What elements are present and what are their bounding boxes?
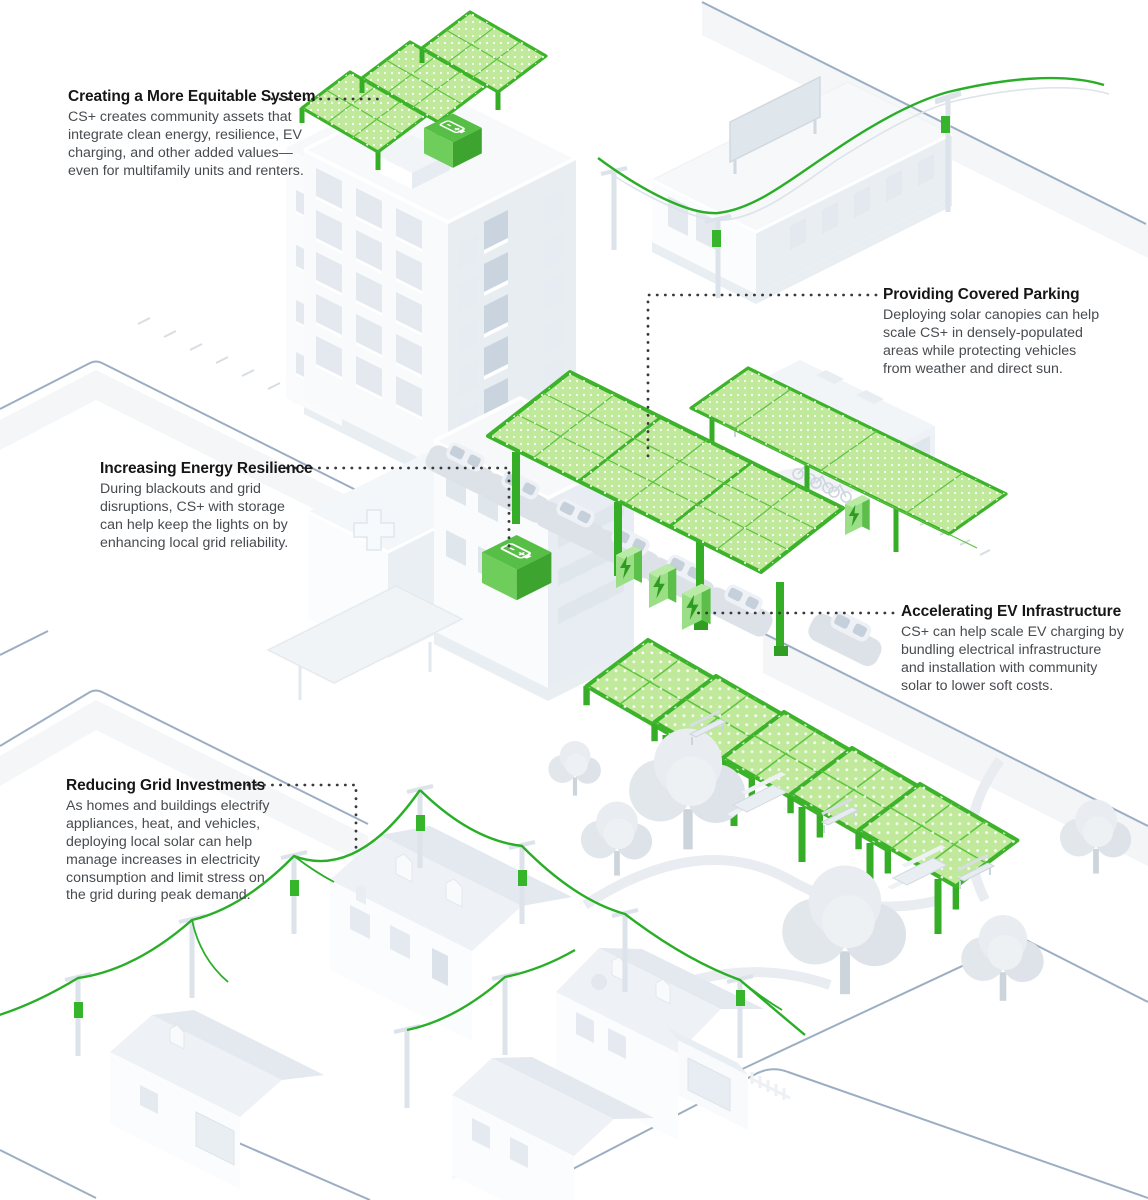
- solar-parking-canopy: [486, 370, 845, 574]
- billboard: [729, 75, 821, 164]
- tree: [961, 915, 1044, 1001]
- power-lines-commercial: [597, 76, 1110, 298]
- callout-title: Reducing Grid Investments: [66, 777, 266, 794]
- callout-title: Increasing Energy Resilience: [100, 460, 313, 477]
- residential-power-lines: [0, 789, 806, 1036]
- power-wire: [597, 76, 1105, 215]
- house: [556, 948, 791, 1140]
- residential-neighborhood: [0, 786, 806, 1200]
- tree: [548, 741, 601, 796]
- house: [452, 1057, 654, 1200]
- callout-title: Accelerating EV Infrastructure: [901, 603, 1122, 620]
- pole-devices: [74, 815, 745, 1018]
- pole-device: [941, 116, 950, 133]
- commercial-building: [650, 75, 954, 304]
- callout-ev-infrastructure: Accelerating EV Infrastructure CS+ can h…: [901, 603, 1147, 696]
- pole-device: [712, 230, 721, 247]
- house: [110, 1010, 324, 1189]
- bus-stop-solar-canopy: [689, 366, 1008, 552]
- callout-title: Creating a More Equitable System: [68, 88, 316, 105]
- callout-title: Providing Covered Parking: [883, 286, 1080, 303]
- bus-stop-area: [689, 360, 1008, 552]
- leader-energy-resilience: [285, 466, 511, 554]
- canopy-posts: [512, 452, 784, 650]
- callout-grid-investments: Reducing Grid Investments As homes and b…: [66, 777, 306, 905]
- solar-carport: [421, 370, 890, 670]
- leader-covered-parking: [646, 293, 878, 464]
- callout-energy-resilience: Increasing Energy Resilience During blac…: [100, 460, 340, 553]
- hospital-cross-icon: [353, 509, 395, 551]
- callout-equitable-system: Creating a More Equitable System CS+ cre…: [68, 88, 316, 181]
- park: [548, 640, 1132, 1001]
- storefront-windows: [668, 154, 934, 250]
- callout-covered-parking: Providing Covered Parking Deploying sola…: [883, 286, 1133, 379]
- callout-leader-lines: [238, 97, 895, 851]
- hospital-entrance-canopy: [266, 585, 464, 700]
